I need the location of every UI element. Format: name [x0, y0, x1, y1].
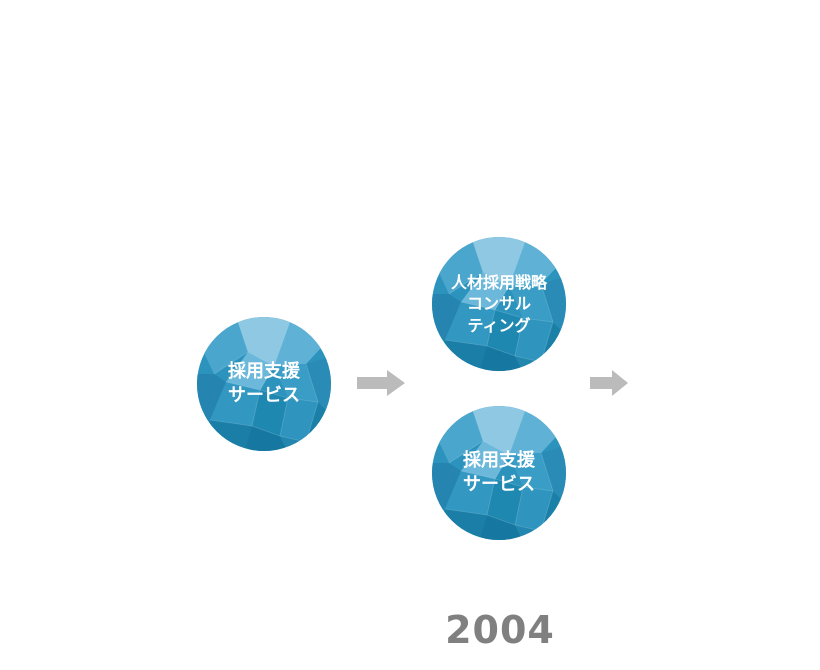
node-recruitment-support-service-2004: 採用支援 サービス [431, 405, 567, 541]
node-label-line: 採用支援 [228, 361, 300, 383]
node-hr-strategy-consulting: 人材採用戦略 コンサル ティング [431, 236, 567, 372]
node-label-line: コンサル [466, 294, 531, 314]
node-label-line: ティング [467, 315, 531, 335]
node-label-line: 人材採用戦略 [450, 273, 547, 293]
node-label-line: 採用支援 [463, 450, 535, 472]
node-label: 人材採用戦略 コンサル ティング [431, 236, 567, 372]
year-label: 2004 [445, 608, 555, 652]
node-label: 採用支援 サービス [196, 316, 332, 452]
node-label-line: サービス [228, 385, 300, 406]
right-arrow-icon [590, 370, 628, 396]
node-label: 採用支援 サービス [431, 405, 567, 541]
right-arrow-icon [357, 370, 405, 396]
node-label-line: サービス [463, 474, 535, 495]
node-recruitment-support-service: 採用支援 サービス [196, 316, 332, 452]
